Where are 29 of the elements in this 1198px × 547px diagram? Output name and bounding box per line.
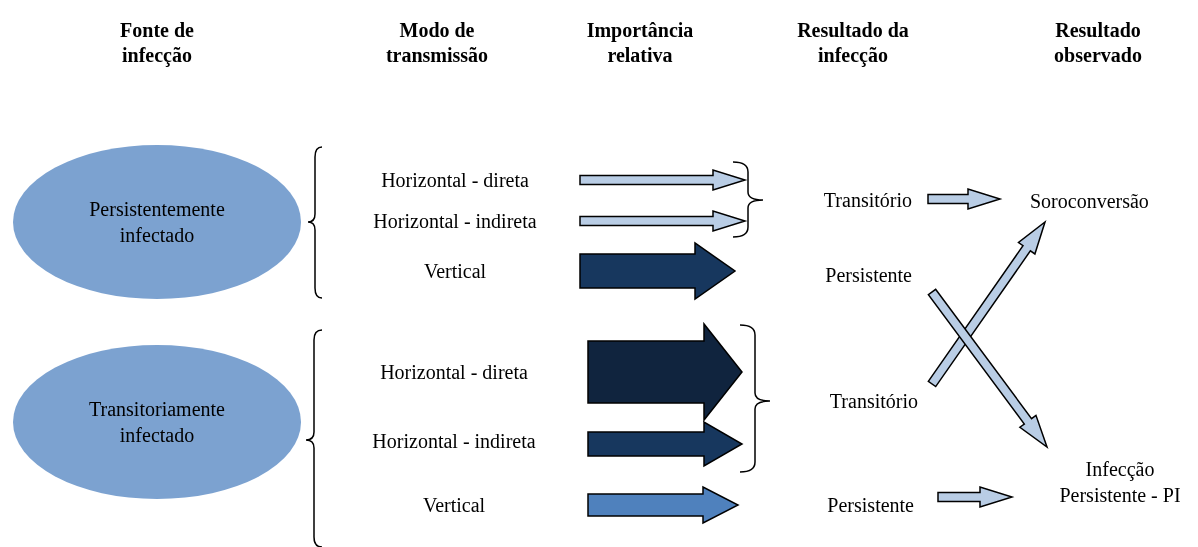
column-header: Resultado da infecção [796,18,910,68]
node-label: Horizontal - direta [320,356,588,388]
block-arrow [927,288,1049,449]
node-label: Horizontal - direta [330,166,580,194]
node-label: Soroconversão [1000,180,1195,222]
node-label: Transitório [745,170,928,230]
column-header: Importância relativa [585,18,695,68]
block-arrow [927,219,1047,388]
block-arrow [587,321,743,423]
node-label: Persistente [738,490,938,520]
block-arrow [579,168,748,192]
block-arrow [587,485,740,525]
block-arrow [937,485,1015,509]
node-label: Horizontal - indireta [330,207,580,235]
node-label: Vertical [320,491,588,519]
ellipse-node: Persistentemente infectado [12,144,302,300]
node-label: Infecção Persistente - PI [1012,447,1198,517]
block-arrow [587,420,744,468]
node-label: Horizontal - indireta [320,427,588,455]
node-label: Persistente [735,256,932,294]
block-arrow [927,187,1003,211]
column-header: Modo de transmissão [384,18,490,68]
column-header: Fonte de infecção [119,18,195,68]
column-header: Resultado observado [1053,18,1143,68]
block-arrow [579,209,748,233]
node-label: Vertical [330,257,580,285]
ellipse-node: Transitoriamente infectado [12,344,302,500]
node-label: Transitório [742,356,932,446]
block-arrow [579,241,737,301]
